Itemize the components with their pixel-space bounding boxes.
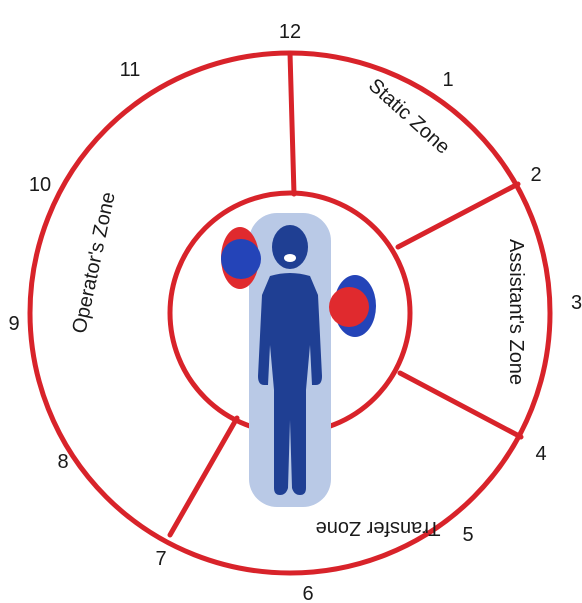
- divider-12: [290, 53, 294, 194]
- clock-number-3: 3: [571, 292, 582, 314]
- divider-4: [400, 373, 521, 437]
- patient-mouth-icon: [284, 254, 296, 262]
- clock-number-6: 6: [302, 583, 313, 603]
- clock-number-11: 11: [120, 59, 141, 81]
- divider-7: [170, 418, 237, 535]
- clock-number-2: 2: [530, 164, 541, 186]
- patient-figure: [249, 213, 331, 507]
- clock-number-10: 10: [29, 174, 51, 196]
- transfer-zone-label: Transfer Zone: [316, 517, 441, 539]
- clock-number-1: 1: [442, 69, 453, 91]
- clock-number-4: 4: [535, 443, 546, 465]
- clock-number-5: 5: [462, 524, 473, 546]
- static-zone-label: Static Zone: [364, 75, 454, 159]
- assistant-zone-label: Assistant's Zone: [505, 239, 527, 385]
- operator-zone-label: Operator's Zone: [68, 190, 119, 335]
- patient-head: [272, 225, 308, 269]
- left-blue-circle: [221, 239, 261, 279]
- clock-number-7: 7: [155, 548, 166, 570]
- clock-number-9: 9: [8, 313, 19, 335]
- clock-number-12: 12: [279, 21, 301, 43]
- divider-2: [398, 184, 518, 247]
- right-red-circle: [329, 287, 369, 327]
- right-staff-pair: [329, 275, 376, 337]
- clock-number-8: 8: [57, 451, 68, 473]
